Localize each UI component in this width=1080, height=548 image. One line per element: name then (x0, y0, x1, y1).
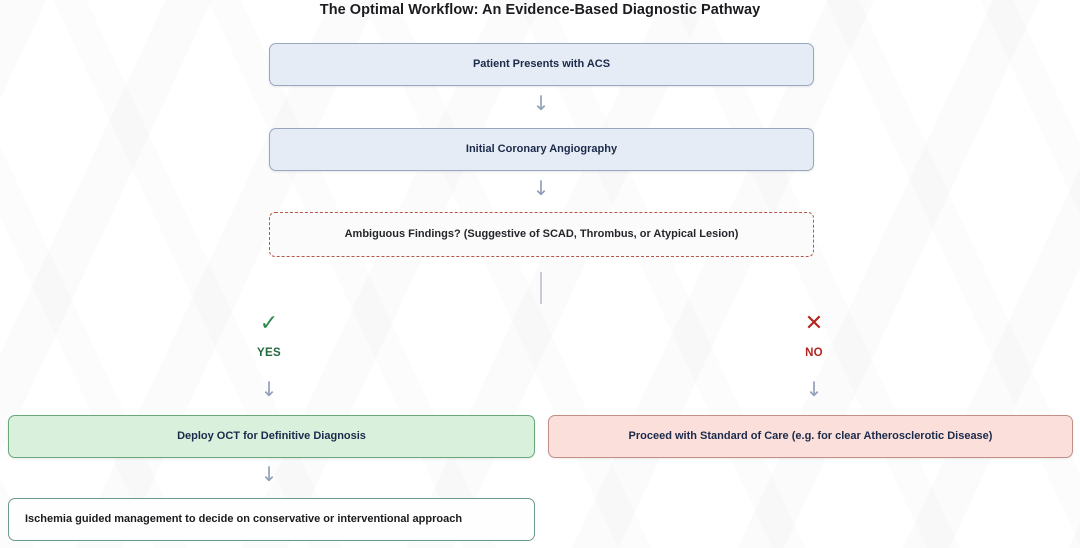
page-title: The Optimal Workflow: An Evidence-Based … (319, 2, 761, 18)
decision-connector-line (540, 272, 542, 304)
node-standard-of-care[interactable]: Proceed with Standard of Care (e.g. for … (548, 415, 1073, 458)
branch-yes-label: YES (257, 347, 281, 359)
node-decision-ambiguous-findings[interactable]: Ambiguous Findings? (Suggestive of SCAD,… (269, 212, 814, 257)
node-patient-presents-with-acs[interactable]: Patient Presents with ACS (269, 43, 814, 86)
node-label: Ischemia guided management to decide on … (25, 512, 463, 525)
check-icon: ✓ (259, 311, 279, 336)
arrow-down-1: ↓ (532, 91, 550, 115)
arrow-down-yes: ↓ (260, 377, 278, 401)
node-label: Proceed with Standard of Care (e.g. for … (628, 429, 993, 442)
node-label: Initial Coronary Angiography (465, 142, 618, 155)
node-initial-coronary-angiography[interactable]: Initial Coronary Angiography (269, 128, 814, 171)
cross-icon: ✕ (804, 311, 824, 336)
arrow-down-3: ↓ (260, 462, 278, 486)
arrow-down-no: ↓ (805, 377, 823, 401)
arrow-down-2: ↓ (532, 176, 550, 200)
node-label: Deploy OCT for Definitive Diagnosis (177, 429, 366, 442)
branch-yes: ✓ YES (230, 313, 308, 360)
node-ischemia-guided-management[interactable]: Ischemia guided management to decide on … (8, 498, 535, 541)
branch-no: ✕ NO (775, 313, 853, 360)
branch-no-label: NO (805, 347, 823, 359)
node-deploy-oct[interactable]: Deploy OCT for Definitive Diagnosis (8, 415, 535, 458)
node-label: Ambiguous Findings? (Suggestive of SCAD,… (344, 227, 739, 240)
node-label: Patient Presents with ACS (472, 57, 611, 70)
